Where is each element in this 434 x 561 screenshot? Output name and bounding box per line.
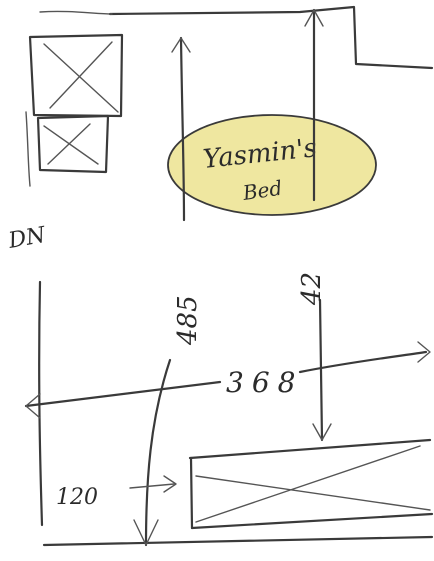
wall-lines	[38, 5, 434, 547]
dimension-line-bottom	[129, 475, 177, 493]
dimension-line-vertical-center	[133, 36, 191, 547]
window-box-upper	[28, 33, 124, 118]
room-name-line2: Bed	[240, 176, 283, 205]
dimension-label-right: 42	[297, 272, 327, 306]
window-box-lower	[25, 111, 110, 187]
door-label: DN	[6, 223, 48, 254]
dimension-label-center: 485	[173, 295, 203, 346]
dimension-line-horizontal	[24, 341, 431, 419]
dimension-label-width: 368	[226, 366, 303, 399]
room-label-highlight	[167, 114, 377, 216]
dimension-label-bottom: 120	[56, 485, 98, 510]
bed-box	[188, 438, 434, 530]
dimension-line-vertical-right	[304, 8, 332, 442]
